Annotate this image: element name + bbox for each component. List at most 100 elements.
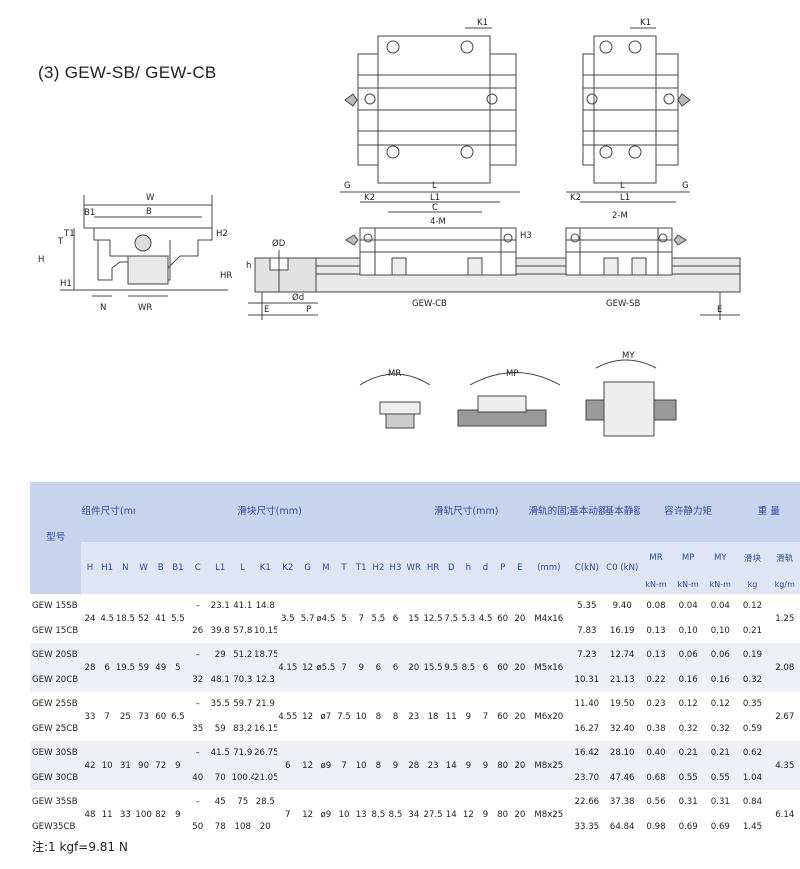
cell-bolt: M4x16 [528,594,570,643]
cell-MR: 0.98 [639,814,673,839]
cell-HR: 27.5 [423,790,443,839]
cell-C: 50 [186,814,209,839]
col-P: P [494,542,512,594]
svg-text:L: L [432,181,437,191]
cell-h: 5.3 [459,594,477,643]
header-c-dyn: 基本动额定负荷 [569,482,605,542]
cell-MR: 0.22 [639,667,673,692]
cell-Cd: 10.31 [569,667,605,692]
cell-H1: 6 [98,643,116,692]
cell-K1: 20 [254,814,277,839]
cell-H: 33 [81,692,99,741]
svg-text:G: G [682,181,689,191]
cell-MY: 0.10 [704,618,737,643]
cell-WR: 23 [404,692,424,741]
cell-K2: 4.55 [276,692,300,741]
footnote: 注:1 kgf=9.81 N [32,840,128,854]
side-view-sb [565,191,740,320]
cell-MP: 0.55 [672,765,705,790]
cell-Cd: 16.42 [569,741,605,766]
cell-N: 31 [115,741,136,790]
moment-mp-icon [457,372,561,427]
cell-L1: 59 [208,716,232,741]
cell-W: 90 [135,741,153,790]
model-cell: GEW 30SB [30,741,82,766]
cell-C0: 19.50 [604,692,640,717]
cell-E: 20 [511,643,529,692]
cell-G: 12 [299,643,317,692]
cell-C0: 12.74 [604,643,640,668]
cell-wb: 1.45 [736,814,769,839]
cell-P: 60 [494,692,512,741]
header-rail: 滑轨尺寸(mm) [404,482,529,542]
svg-text:HR: HR [220,271,232,281]
cell-K1: 10.15 [254,618,277,643]
cell-G: 12 [299,692,317,741]
cell-wb: 0.21 [736,618,769,643]
cell-E: 20 [511,741,529,790]
cell-T: 10 [335,790,353,839]
cell-MR: 0.08 [639,594,673,619]
cell-MR: 0.13 [639,643,673,668]
cell-T: 5 [335,594,353,643]
cell-E: 20 [511,692,529,741]
col-C: C [186,542,209,594]
cell-rail-weight: 1.25 [768,594,800,643]
cell-bolt: M6x20 [528,692,570,741]
cell-B: 82 [152,790,170,839]
col-K2: K2 [276,542,300,594]
cell-L: 57.8 [231,618,255,643]
cell-C: – [186,643,209,668]
moment-my-icon [585,359,677,437]
col-D: D [442,542,460,594]
col-L: L [231,542,255,594]
cell-MP: 0.10 [672,618,705,643]
cell-WR: 34 [404,790,424,839]
cell-K2: 4.15 [276,643,300,692]
cell-H: 42 [81,741,99,790]
col-d: d [476,542,495,594]
cell-MY: 0.21 [704,741,737,766]
cell-H3: 6 [386,594,405,643]
svg-text:h: h [246,261,251,271]
cell-wb: 0.84 [736,790,769,815]
cell-L1: 48.1 [208,667,232,692]
cell-H1: 11 [98,790,116,839]
cell-C: 40 [186,765,209,790]
cell-H3: 9 [386,741,405,790]
col-block-weight: 滑块 [736,542,769,574]
col-M: M [316,542,336,594]
cell-C: 26 [186,618,209,643]
cell-MR: 0.13 [639,618,673,643]
col-E: E [511,542,529,594]
svg-text:MY: MY [622,351,635,361]
cell-L1: 41.5 [208,741,232,766]
cell-Cd: 7.83 [569,618,605,643]
model-cell: GEW 25SB [30,692,82,717]
cell-H1: 4.5 [98,594,116,643]
cell-C0: 64.84 [604,814,640,839]
col-bolt-unit: (mm) [528,542,570,594]
cell-MY: 0.69 [704,814,737,839]
unit-my: kN-m [704,574,737,594]
cell-HR: 15.5 [423,643,443,692]
model-cell: GEW 35SB [30,790,82,815]
cell-M: ø9 [316,741,336,790]
cell-L: 71.9 [231,741,255,766]
svg-text:T1: T1 [63,229,75,239]
header-assembly: 组件尺寸(mm) [81,482,136,542]
col-WR: WR [404,542,424,594]
cell-L: 83.2 [231,716,255,741]
cell-wb: 0.12 [736,594,769,619]
svg-text:P: P [306,305,311,315]
svg-text:L: L [620,181,625,191]
svg-text:MR: MR [388,369,401,379]
svg-text:L1: L1 [430,193,440,203]
cell-N: 18.5 [115,594,136,643]
cell-C: – [186,790,209,815]
cell-wb: 0.32 [736,667,769,692]
top-view-cb [344,35,517,184]
